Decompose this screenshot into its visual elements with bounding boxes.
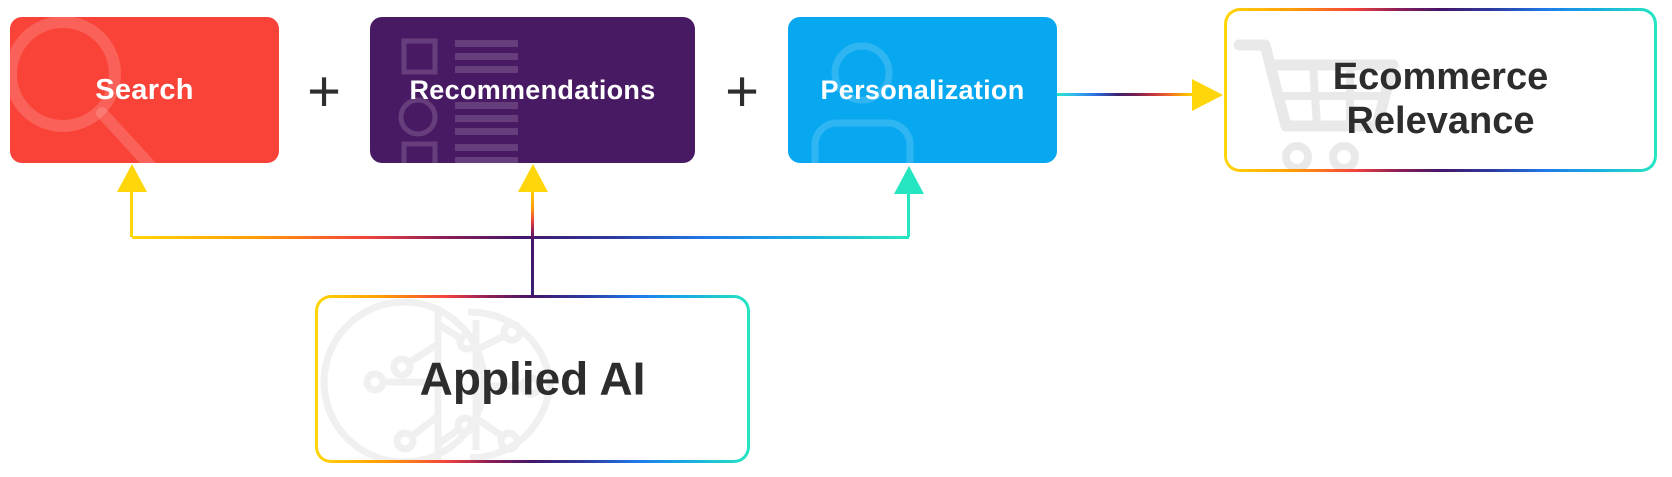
connector-recommendations-line: [531, 189, 534, 295]
search-label: Search: [95, 73, 194, 106]
ecommerce-relevance-box: Ecommerce Relevance: [1224, 8, 1657, 172]
recommendations-box: Recommendations: [370, 17, 695, 163]
connector-horizontal-line: [132, 236, 909, 239]
ecommerce-line2: Relevance: [1346, 100, 1535, 142]
arrowhead-up-recommendations: [518, 164, 548, 192]
plus-sign-1: +: [307, 59, 341, 124]
recommendations-label: Recommendations: [409, 74, 656, 105]
personalization-label: Personalization: [820, 74, 1025, 105]
ecommerce-line1: Ecommerce: [1332, 56, 1549, 98]
plus-sign-2: +: [725, 59, 759, 124]
arrowhead-right-ecommerce: [1192, 79, 1223, 111]
brain-circuit-icon: [320, 298, 554, 460]
connector-search-line: [130, 189, 133, 237]
ecommerce-relevance-label: Ecommerce Relevance: [1227, 55, 1654, 143]
arrowhead-up-personalization: [894, 166, 924, 194]
search-box: Search: [10, 17, 279, 163]
flow-line-to-ecommerce: [1057, 93, 1194, 96]
applied-ai-box: Applied AI: [315, 295, 750, 463]
cart-icon: [1233, 39, 1399, 169]
arrowhead-up-search: [117, 164, 147, 192]
personalization-box: Personalization: [788, 17, 1057, 163]
connector-personalization-line: [907, 193, 910, 237]
applied-ai-label: Applied AI: [419, 352, 646, 405]
